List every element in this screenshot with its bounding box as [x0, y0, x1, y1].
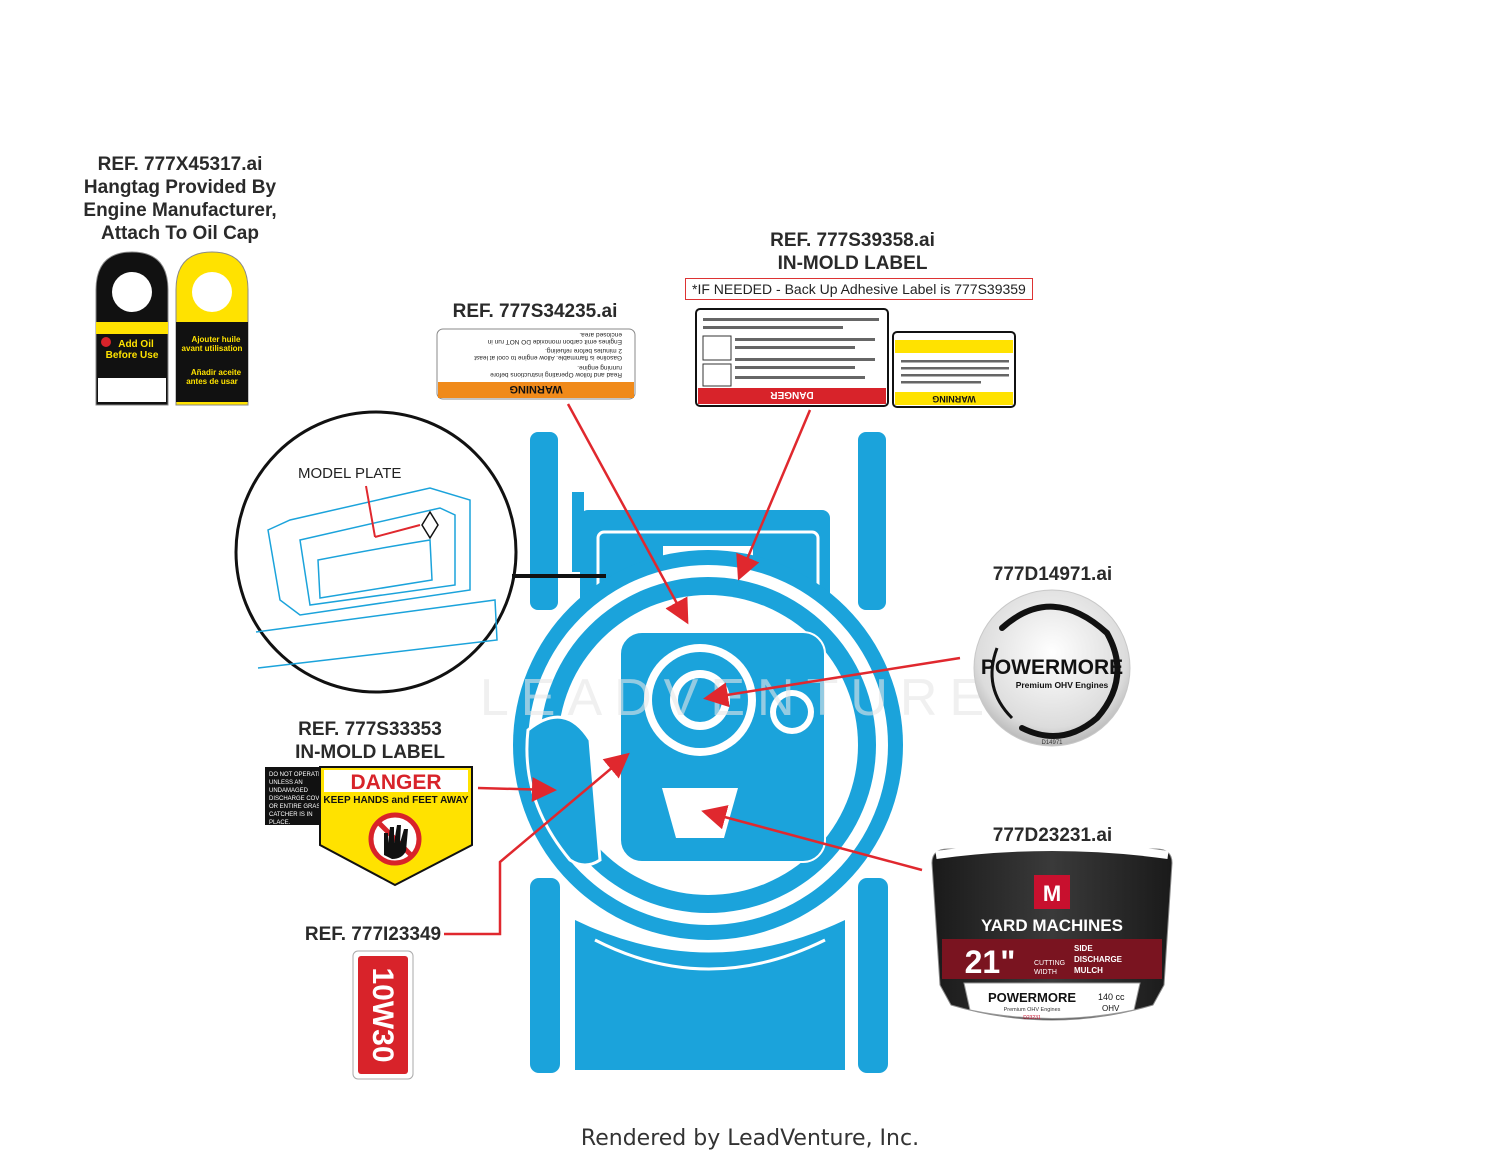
model-plate-callout — [236, 412, 516, 692]
hangtag-avant: avant utilisation — [182, 344, 243, 353]
front-left-wheel — [530, 878, 560, 1073]
hangtag-before-use: Before Use — [106, 350, 159, 361]
rear-left-wheel — [530, 432, 558, 610]
hangtag-ref-line: Engine Manufacturer, — [70, 199, 290, 222]
danger-label-777s33353: DO NOT OPERATE UNLESS AN UNDAMAGED DISCH… — [264, 765, 476, 890]
inmold-top-ref: REF. 777S39358.ai IN-MOLD LABEL — [740, 229, 965, 275]
inmold-top-ref-line: IN-MOLD LABEL — [740, 252, 965, 275]
danger-title: DANGER — [350, 771, 441, 794]
yard-machines-decal-ref: 777D23231.ai — [975, 824, 1130, 847]
warning-text-line: Read and follow Operating instructions b… — [490, 371, 622, 378]
yard-displacement: 140 cc — [1098, 992, 1125, 1002]
inmold-top-ref-line: REF. 777S39358.ai — [740, 229, 965, 252]
front-right-wheel — [858, 878, 888, 1073]
oil-label-ref: REF. 777I23349 — [298, 923, 448, 946]
yard-engine-brand: POWERMORE — [988, 990, 1076, 1005]
front-bumper — [575, 920, 845, 1070]
inmold-danger-ref-line: IN-MOLD LABEL — [275, 741, 465, 764]
yard-engine-tagline: Premium OHV Engines — [1004, 1007, 1061, 1013]
powermore-brand: POWERMORE — [981, 656, 1123, 679]
inmold-danger-ref: REF. 777S33353 IN-MOLD LABEL — [275, 718, 465, 764]
powermore-code: D14971 — [1041, 740, 1063, 746]
powermore-decal-ref: 777D14971.ai — [975, 563, 1130, 586]
yard-machines-brand: YARD MACHINES — [981, 916, 1123, 935]
inmold-danger-ref-line: REF. 777S33353 — [275, 718, 465, 741]
hangtag-hole — [192, 272, 232, 312]
yard-engine-type: OHV — [1102, 1004, 1120, 1013]
danger-side-text: UNLESS AN — [269, 780, 303, 786]
inmold-warning-title: WARNING — [932, 394, 976, 404]
warning-text-line: Engines emit carbon monoxide DO NOT run … — [487, 338, 622, 345]
warning-label-ref: REF. 777S34235.ai — [430, 300, 640, 323]
warning-text-line: Gasoline is flammable. Allow engine to c… — [474, 354, 622, 361]
hangtag-hole — [112, 272, 152, 312]
oil-label-10w30: 10W30 — [352, 950, 414, 1080]
danger-side-text: OR ENTIRE GRASS — [269, 804, 324, 810]
danger-side-text: CATCHER IS IN — [269, 812, 313, 818]
footer-credit: Rendered by LeadVenture, Inc. — [0, 1126, 1500, 1151]
watermark: LEADVENTURE — [480, 669, 996, 727]
inmold-label-777s39358: DANGER WARNING — [695, 308, 1017, 408]
yard-decal-code: D23231 — [1023, 1015, 1041, 1021]
cutting-width-label: WIDTH — [1034, 969, 1057, 976]
yard-machines-decal-777d23231: M YARD MACHINES 21" CUTTING WIDTH SIDE D… — [928, 845, 1176, 1027]
hangtag-add-oil: Add Oil — [118, 339, 154, 350]
danger-side-text: DO NOT OPERATE — [269, 772, 322, 778]
danger-subtitle: KEEP HANDS and FEET AWAY — [323, 795, 469, 806]
hangtag-ref-line: Hangtag Provided By — [70, 176, 290, 199]
model-plate-label: MODEL PLATE — [298, 465, 401, 482]
warning-label-777s34235: WARNING Read and follow Operating instru… — [436, 328, 636, 400]
mode-label: MULCH — [1074, 966, 1103, 975]
backup-label-note: *IF NEEDED - Back Up Adhesive Label is 7… — [685, 278, 1033, 300]
hangtag-ref: REF. 777X45317.ai Hangtag Provided By En… — [70, 153, 290, 245]
hangtag-ref-line: Attach To Oil Cap — [70, 222, 290, 245]
hangtag-anadir: Añadir aceite — [191, 368, 242, 377]
mode-label: DISCHARGE — [1074, 955, 1123, 964]
warning-text-line: running engine. — [577, 364, 622, 371]
warning-title: WARNING — [509, 383, 562, 395]
warning-text-line: 2 minutes before refueling. — [545, 347, 622, 354]
cutting-width-label: CUTTING — [1034, 960, 1065, 967]
mode-label: SIDE — [1074, 944, 1093, 953]
hangtag-antes: antes de usar — [186, 377, 238, 386]
powermore-decal-777d14971: POWERMORE Premium OHV Engines D14971 — [972, 588, 1132, 748]
oil-cap-hangtag: Add Oil Before Use Ajouter huile avant u… — [94, 250, 254, 410]
rear-right-wheel — [858, 432, 886, 610]
yard-machines-logo: M — [1043, 881, 1061, 906]
danger-side-text: PLACE. — [269, 820, 291, 826]
warning-text-line: enclosed area. — [579, 331, 622, 338]
inmold-danger-title: DANGER — [770, 389, 814, 400]
hangtag-ajouter: Ajouter huile — [192, 335, 241, 344]
hangtag-ref-line: REF. 777X45317.ai — [70, 153, 290, 176]
cutting-width-value: 21" — [965, 944, 1016, 980]
discharge-chute — [527, 717, 600, 865]
danger-side-text: UNDAMAGED — [269, 788, 309, 794]
oil-grade: 10W30 — [366, 967, 399, 1062]
powermore-tagline: Premium OHV Engines — [1016, 680, 1109, 690]
